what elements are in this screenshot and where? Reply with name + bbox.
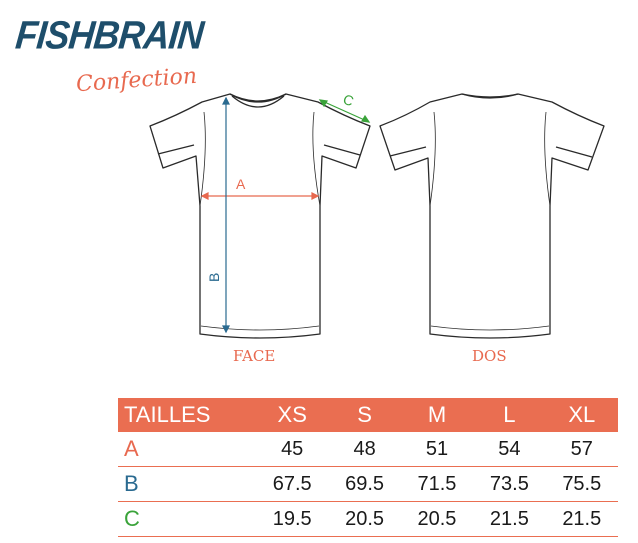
header-tailles: TAILLES [124, 402, 211, 427]
table-cell: 19.5 [256, 501, 329, 537]
header-size-s: S [357, 402, 372, 427]
header-size-xs: XS [277, 402, 307, 427]
measure-c-line [318, 99, 371, 123]
table-cell: 54 [473, 432, 546, 467]
table-cell: 75.5 [545, 466, 618, 502]
table-cell: 57 [545, 432, 618, 467]
tshirt-diagram: A B C [149, 91, 605, 339]
table-row: A 45 48 51 54 57 [118, 432, 618, 467]
row-label-a: A [118, 432, 256, 467]
row-label-b: B [118, 466, 256, 502]
table-cell: 45 [256, 432, 329, 467]
back-tshirt [379, 93, 605, 339]
table-cell: 48 [328, 432, 401, 467]
table-cell: 73.5 [473, 466, 546, 502]
header-size-l: L [503, 402, 516, 427]
measure-c-label: C [341, 91, 356, 109]
front-view-label: FACE [233, 347, 276, 365]
row-label-c: C [118, 501, 256, 537]
header-size-m: M [427, 402, 447, 427]
measure-b-line [222, 96, 230, 334]
table-cell: 51 [400, 432, 474, 467]
table-row: C 19.5 20.5 20.5 21.5 21.5 [118, 501, 618, 537]
table-row: B 67.5 69.5 71.5 73.5 75.5 [118, 466, 618, 502]
table-cell: 67.5 [256, 466, 329, 502]
table-cell: 20.5 [400, 501, 474, 537]
table-cell: 71.5 [400, 466, 474, 502]
table-cell: 21.5 [545, 501, 618, 537]
table-cell: 69.5 [328, 466, 401, 502]
measure-b-label: B [206, 273, 222, 282]
size-table-header-row: TAILLES XS S M L XL [118, 398, 618, 432]
back-view-label: DOS [472, 347, 507, 365]
header-size-xl: XL [568, 402, 596, 427]
table-cell: 21.5 [473, 501, 546, 537]
size-table: TAILLES XS S M L XL A 45 48 51 54 57 B 6… [118, 398, 618, 537]
table-cell: 20.5 [328, 501, 401, 537]
measure-a-label: A [236, 176, 246, 192]
front-tshirt [149, 93, 371, 339]
measure-a-line [200, 192, 320, 200]
